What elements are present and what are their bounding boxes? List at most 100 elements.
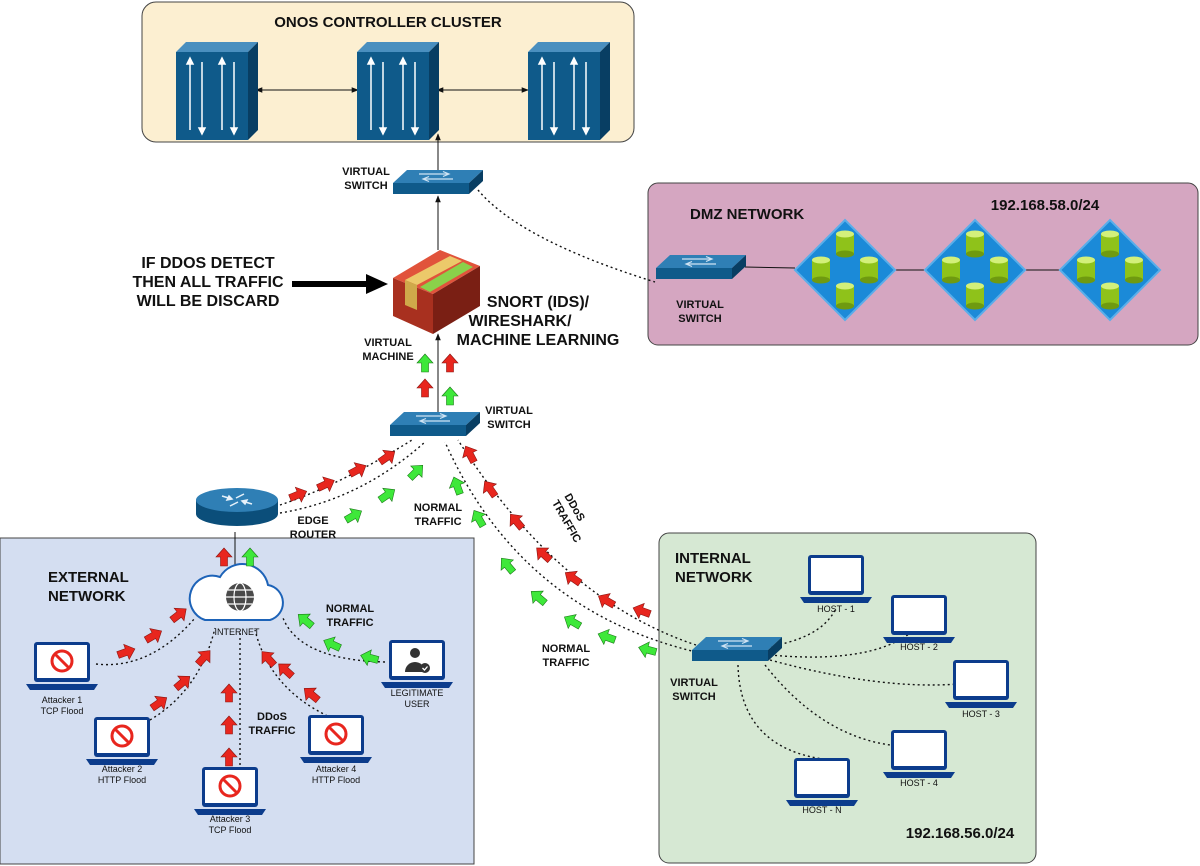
normal-arrow: [404, 459, 429, 484]
blocked-icon: [218, 774, 242, 798]
core-virtual-switch: [389, 411, 481, 437]
edge-router-label-2: ROUTER: [290, 529, 337, 541]
host-n-label: HOST - N: [802, 805, 841, 815]
vm-label-1: VIRTUAL: [364, 337, 412, 349]
internal-core-link-1: [457, 439, 697, 646]
ddos-note-3: WILL BE DISCARD: [137, 293, 280, 310]
ddos-arrow: [530, 541, 556, 567]
dmz-switch-link: [744, 266, 796, 269]
normal-arrow: [595, 626, 619, 648]
edge-router-label-1: EDGE: [297, 515, 328, 527]
ddos-arrow: [314, 472, 338, 496]
attacker-1-laptop: [26, 642, 98, 690]
attacker-2-type: HTTP Flood: [98, 775, 146, 785]
ids-label-1: SNORT (IDS)/: [487, 294, 590, 311]
ddos-arrow: [345, 458, 370, 482]
core-switch-label-2: SWITCH: [487, 419, 530, 431]
onos-controller-1: [175, 41, 259, 141]
top-switch-label-2: SWITCH: [344, 180, 387, 192]
discard-arrow: [292, 274, 388, 294]
router-core-link-2: [279, 441, 426, 514]
dmz-virtual-switch: [655, 254, 747, 280]
ddos-arrow: [504, 508, 529, 534]
host-1-label: HOST - 1: [817, 604, 855, 614]
ids-label-3: MACHINE LEARNING: [457, 332, 620, 349]
normal-traffic-label-internal-1: NORMAL: [542, 643, 591, 655]
ddos-traffic-label-external-1: DDoS: [257, 711, 287, 723]
normal-arrow: [416, 353, 434, 373]
attacker-4-name: Attacker 4: [316, 764, 357, 774]
normal-arrow: [375, 482, 400, 507]
dmz-dotted-link: [477, 189, 656, 283]
onos-controller-3: [527, 41, 611, 141]
ddos-note-2: THEN ALL TRAFFIC: [132, 274, 284, 291]
ddos-arrow: [286, 483, 310, 506]
internal-virtual-switch: [691, 636, 783, 662]
normal-arrow: [495, 552, 520, 578]
normal-arrow: [446, 474, 468, 498]
ddos-arrow: [441, 353, 459, 373]
dmz-switch-label-2: SWITCH: [678, 313, 721, 325]
ids-label-2: WIRESHARK/: [468, 313, 572, 330]
host4-link: [764, 664, 891, 746]
normal-arrow: [560, 609, 585, 634]
attacker-1-name: Attacker 1: [42, 695, 83, 705]
normal-arrow: [441, 386, 459, 406]
user-icon: [405, 648, 430, 673]
normal-traffic-label-top-1: NORMAL: [414, 502, 463, 514]
legit-user-label-2: USER: [404, 699, 430, 709]
ddos-arrow: [630, 600, 654, 622]
ids-package-icon: [393, 250, 480, 334]
attacker1-link: [95, 617, 196, 666]
normal-arrow: [636, 639, 659, 661]
internal-core-link-2: [444, 441, 697, 653]
dmz-switch-label-1: VIRTUAL: [676, 299, 724, 311]
normal-traffic-label-external-2: TRAFFIC: [326, 617, 373, 629]
external-title-1: EXTERNAL: [48, 569, 129, 586]
ddos-arrow: [416, 378, 434, 398]
ddos-arrow: [560, 565, 585, 590]
host3-link: [769, 659, 959, 686]
internal-title-2: NETWORK: [675, 569, 753, 586]
onos-controller-2: [356, 41, 440, 141]
internet-label: INTERNET: [215, 627, 261, 637]
attacker-2-laptop: [86, 717, 158, 765]
blocked-icon: [50, 649, 74, 673]
attacker-3-name: Attacker 3: [210, 814, 251, 824]
vm-label-2: MACHINE: [362, 351, 413, 363]
legit-user-label-1: LEGITIMATE: [391, 688, 444, 698]
internal-switch-label-1: VIRTUAL: [670, 677, 718, 689]
ddos-note-1: IF DDOS DETECT: [141, 255, 275, 272]
attacker-2-name: Attacker 2: [102, 764, 143, 774]
blocked-icon: [324, 722, 348, 746]
external-title-2: NETWORK: [48, 588, 126, 605]
normal-arrow: [341, 503, 366, 528]
edge-router-icon: [196, 488, 278, 526]
dmz-subnet: 192.168.58.0/24: [991, 197, 1100, 214]
legitimate-user-laptop: [381, 640, 453, 688]
normal-arrow: [525, 585, 551, 610]
ddos-traffic-label-external-2: TRAFFIC: [248, 725, 295, 737]
internal-subnet: 192.168.56.0/24: [906, 825, 1015, 842]
host-3-label: HOST - 3: [962, 709, 1000, 719]
attacker-1-type: TCP Flood: [41, 706, 84, 716]
attacker-3-laptop: [194, 767, 266, 815]
top-switch-label-1: VIRTUAL: [342, 166, 390, 178]
internal-switch-label-2: SWITCH: [672, 691, 715, 703]
normal-traffic-label-external-1: NORMAL: [326, 603, 375, 615]
attacker-4-laptop: [300, 715, 372, 763]
dmz-title: DMZ NETWORK: [690, 206, 804, 223]
internal-title-1: INTERNAL: [675, 550, 751, 567]
onos-title: ONOS CONTROLLER CLUSTER: [274, 14, 502, 31]
attacker2-link: [149, 627, 216, 721]
internet-cloud-icon: [188, 563, 284, 621]
ddos-arrow: [594, 588, 619, 613]
dmz-panel: [647, 182, 1199, 346]
attacker-3-type: TCP Flood: [209, 825, 252, 835]
attacker-4-type: HTTP Flood: [312, 775, 360, 785]
normal-traffic-label-internal-2: TRAFFIC: [542, 657, 589, 669]
ddos-arrow: [458, 442, 482, 467]
normal-arrow: [466, 506, 491, 531]
normal-traffic-label-top-2: TRAFFIC: [414, 516, 461, 528]
blocked-icon: [110, 724, 134, 748]
